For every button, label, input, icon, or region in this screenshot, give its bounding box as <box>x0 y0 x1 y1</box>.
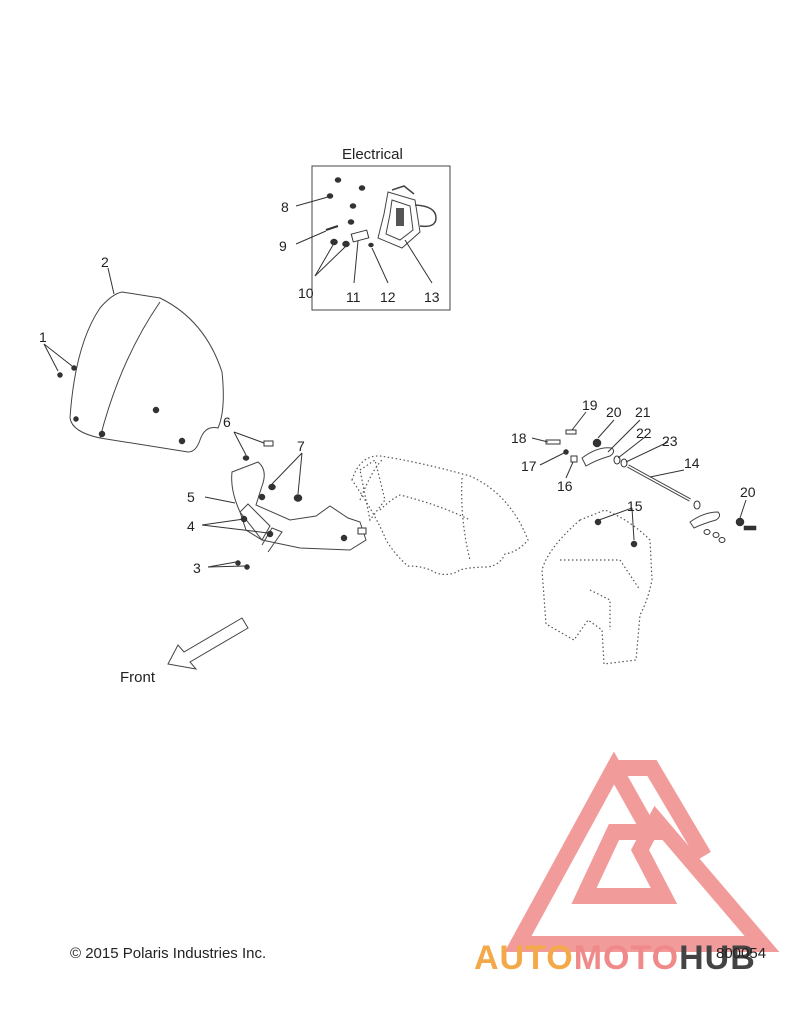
electrical-hardware <box>325 177 374 248</box>
figure-number: 800054 <box>716 945 767 962</box>
copyright-text: © 2015 Polaris Industries Inc. <box>70 945 267 962</box>
wordmark-moto: MOTO <box>573 939 680 977</box>
callout-15: 15 <box>627 498 643 514</box>
front-arrow-icon <box>167 617 249 670</box>
callout-4: 4 <box>187 518 195 534</box>
callout-8: 8 <box>281 199 289 215</box>
electrical-module <box>377 185 437 249</box>
callout-20b: 20 <box>740 484 756 500</box>
callout-7: 7 <box>297 438 305 454</box>
callout-3: 3 <box>193 560 201 576</box>
wordmark-hub: HUB <box>679 939 756 977</box>
callout-14: 14 <box>684 455 700 471</box>
callout-17: 17 <box>521 458 537 474</box>
front-direction-label: Front <box>120 669 156 686</box>
callout-12: 12 <box>380 289 396 305</box>
callout-16: 16 <box>557 478 573 494</box>
windshield-bracket <box>201 431 367 570</box>
callout-5: 5 <box>187 489 195 505</box>
callout-labels: 1 2 3 4 5 6 7 8 9 10 11 12 13 14 15 16 1… <box>39 199 756 576</box>
callout-22: 22 <box>636 425 652 441</box>
callout-10: 10 <box>298 285 314 301</box>
front-fairing <box>351 455 529 576</box>
callout-9: 9 <box>279 238 287 254</box>
windshield <box>43 267 224 453</box>
electrical-title: Electrical <box>342 146 403 163</box>
callout-20a: 20 <box>606 404 622 420</box>
wordmark-auto: AUTO <box>474 939 574 977</box>
callout-2: 2 <box>101 254 109 270</box>
callout-6: 6 <box>223 414 231 430</box>
callout-21: 21 <box>635 404 651 420</box>
electrical-inset: Electrical <box>295 146 451 311</box>
callout-19: 19 <box>582 397 598 413</box>
callout-18: 18 <box>511 430 527 446</box>
electrical-frame <box>311 165 451 311</box>
shaft-assembly <box>531 411 757 543</box>
callout-1: 1 <box>39 329 47 345</box>
callout-23: 23 <box>662 433 678 449</box>
steering-frame <box>541 507 653 665</box>
automotohub-wordmark: AUTOMOTOHUB <box>474 938 756 978</box>
automotohub-logo-icon <box>504 751 780 952</box>
callout-11: 11 <box>346 289 361 305</box>
callout-13: 13 <box>424 289 440 305</box>
